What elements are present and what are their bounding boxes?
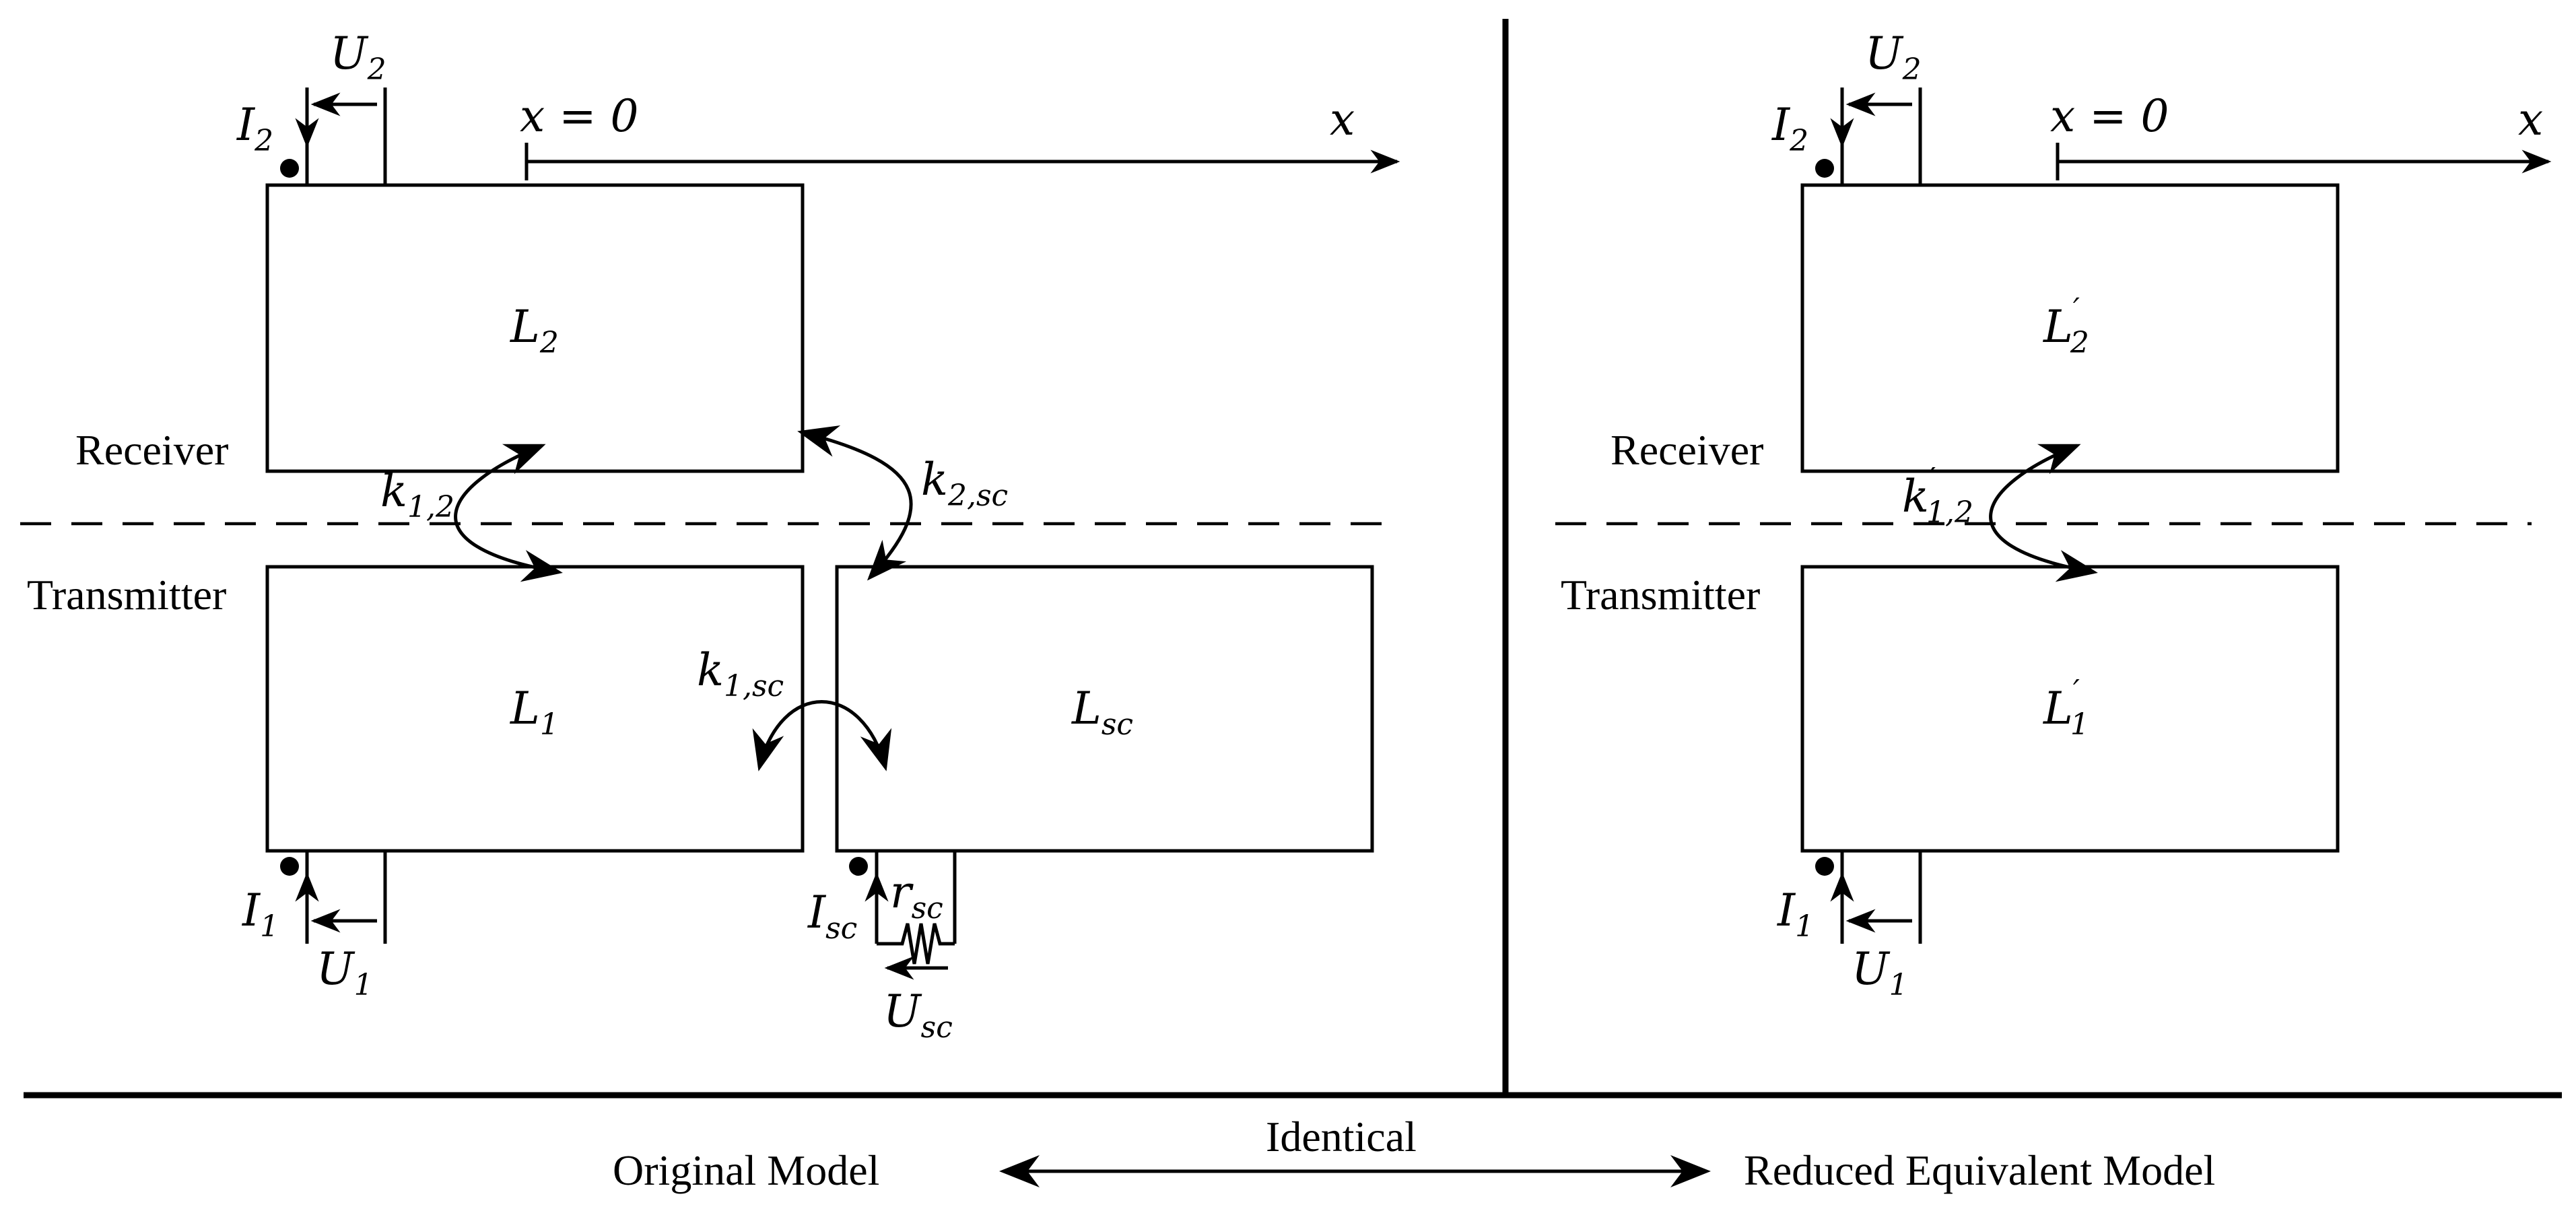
shortcircuit-coil-label: Lsc (1071, 683, 1133, 742)
transmitter-label: Transmitter (27, 571, 226, 619)
voltage-2-label-right: U2 (1865, 28, 1922, 87)
footer-right-title: Reduced Equivalent Model (1744, 1146, 2215, 1194)
polarity-dot-receiver (280, 159, 299, 178)
transmitter-coil-box-right (1800, 565, 2340, 853)
receiver-coil-box (265, 183, 805, 473)
x-origin-label-right: x = 0 (2050, 90, 2169, 142)
current-1-label-right: I1 (1777, 884, 1814, 944)
voltage-1-label-right: U1 (1852, 943, 1908, 1002)
coupling-12-label: k1,2 (380, 465, 454, 524)
transmitter-label-right: Transmitter (1561, 571, 1760, 619)
polarity-dot-transmitter-right (1815, 857, 1834, 876)
polarity-dot-transmitter (280, 857, 299, 876)
transmitter-coil-label: L1 (510, 683, 559, 742)
transmitter-coil-label-right: L′1 (2043, 674, 2089, 742)
current-sc-label: Isc (807, 887, 857, 946)
resistance-sc-label: rsc (890, 866, 943, 926)
voltage-2-label: U2 (330, 28, 386, 87)
x-axis-label-right: x (2518, 94, 2543, 145)
coupling-1sc-label: k1,sc (697, 644, 784, 703)
coupling-12-label-right: k′1,2 (1902, 462, 1973, 530)
resistor-sc (877, 923, 955, 965)
coupling-12-arrow (454, 444, 563, 582)
current-2-label: I2 (236, 99, 273, 158)
polarity-dot-receiver-right (1815, 159, 1834, 178)
voltage-sc-label: Usc (883, 985, 953, 1045)
receiver-coil-label-right: L′2 (2043, 292, 2089, 360)
coupling-1sc-arrow (752, 700, 892, 771)
coupling-2sc-arrow (797, 425, 913, 581)
footer: Original Model Identical Reduced Equival… (613, 1113, 2215, 1194)
coupling-2sc-label: k2,sc (921, 454, 1008, 513)
receiver-coil-box-right (1800, 183, 2340, 473)
receiver-coil-label: L2 (510, 301, 559, 360)
receiver-label-right: Receiver (1611, 426, 1763, 474)
original-model: x = 0 x L2 L1 Lsc Receiver Transmitter I… (27, 28, 1400, 1045)
voltage-1-label: U1 (316, 943, 373, 1002)
current-1-label: I1 (242, 884, 279, 944)
polarity-dot-shortcircuit (849, 857, 868, 876)
x-origin-label: x = 0 (520, 90, 638, 142)
current-2-label-right: I2 (1771, 99, 1808, 158)
x-axis-label: x (1330, 94, 1355, 145)
shortcircuit-coil-box (835, 565, 1374, 853)
coupling-12-arrow-right (1989, 444, 2098, 582)
footer-center-label: Identical (1266, 1113, 1417, 1160)
receiver-label: Receiver (75, 426, 228, 474)
reduced-equivalent-model: x = 0 x L′2 L′1 Receiver Transmitter I2 … (1561, 28, 2552, 1002)
footer-left-title: Original Model (613, 1146, 879, 1194)
